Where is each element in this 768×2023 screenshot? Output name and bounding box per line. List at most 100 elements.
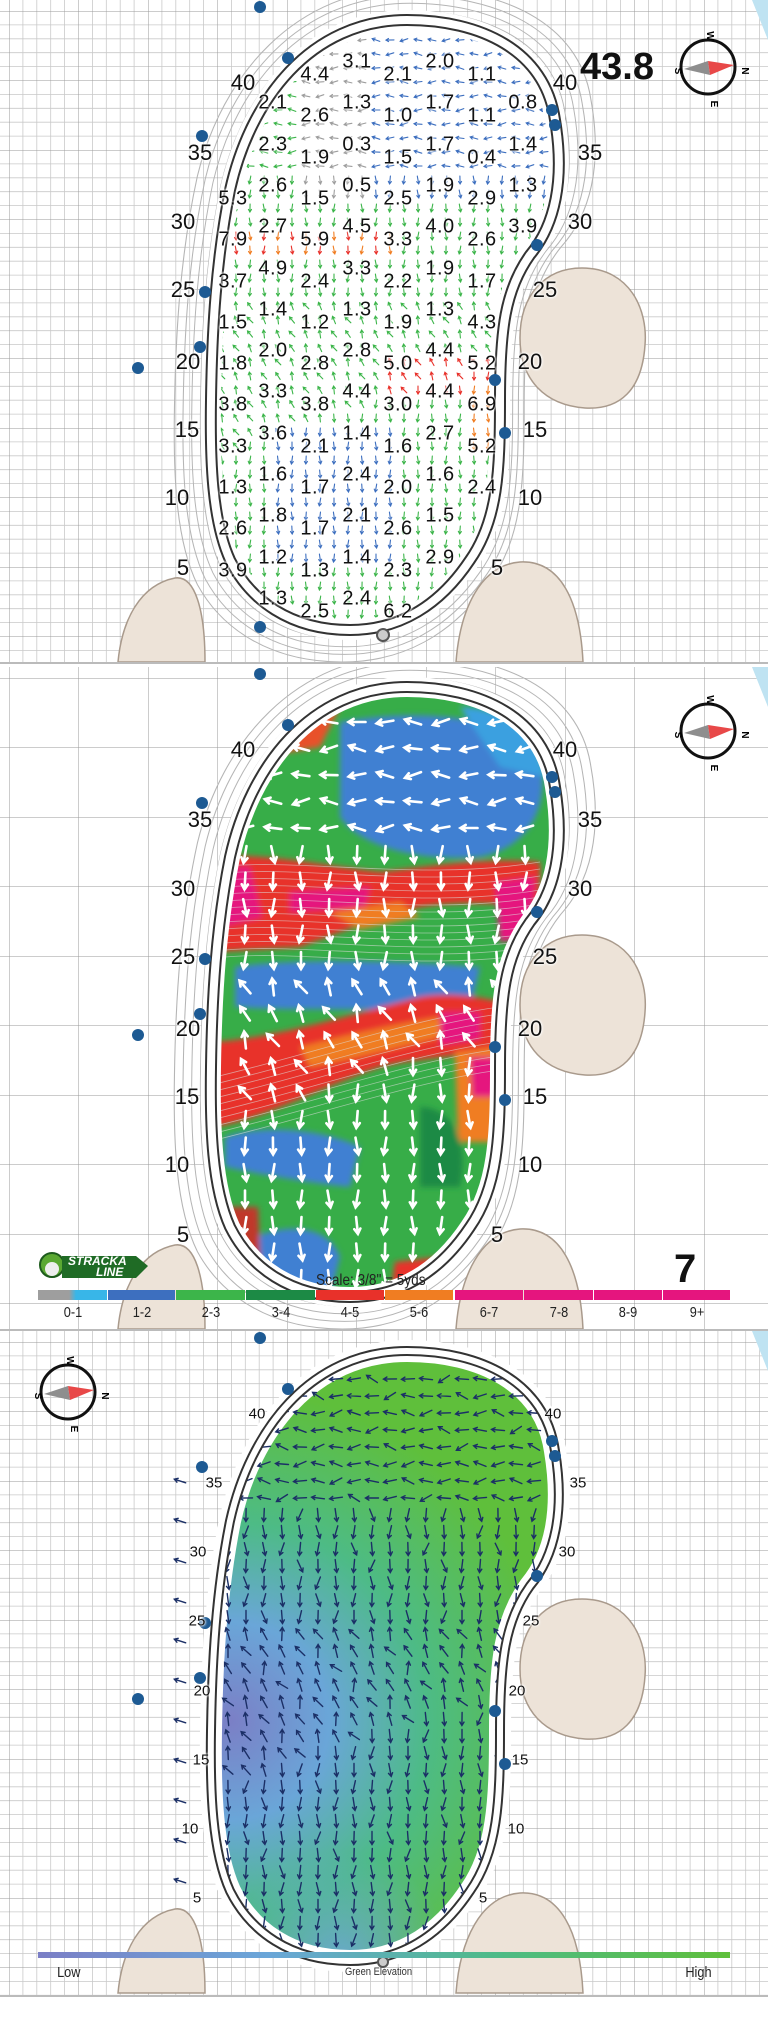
slope-arrow bbox=[267, 1003, 279, 1023]
break-arrow bbox=[360, 567, 365, 578]
break-arrow bbox=[471, 300, 476, 311]
slope-arrow bbox=[353, 871, 362, 892]
break-arrow bbox=[289, 539, 294, 550]
slope-arrow bbox=[462, 1004, 475, 1022]
break-arrow bbox=[472, 245, 477, 256]
break-arrow bbox=[373, 399, 378, 409]
break-arrow bbox=[471, 203, 476, 214]
break-arrow bbox=[317, 497, 322, 507]
break-arrow bbox=[289, 287, 294, 297]
break-arrow bbox=[261, 441, 266, 452]
break-arrow bbox=[272, 149, 283, 154]
elevation-arrow bbox=[225, 1643, 231, 1659]
elevation-arrow bbox=[310, 1477, 325, 1484]
slope-arrow bbox=[464, 1162, 473, 1184]
break-arrow bbox=[388, 511, 393, 521]
break-value: 4.4 bbox=[425, 339, 455, 362]
slope-arrow bbox=[433, 979, 449, 995]
panel-divider bbox=[0, 662, 768, 664]
slope-arrow bbox=[408, 1109, 418, 1131]
break-arrow bbox=[345, 371, 350, 381]
break-value: 2.6 bbox=[258, 174, 288, 197]
slope-arrow bbox=[374, 769, 395, 779]
elevation-arrow bbox=[173, 1677, 187, 1684]
elevation-arrow bbox=[454, 1477, 470, 1484]
slope-arrow bbox=[293, 979, 309, 995]
yardage-label-right: 30 bbox=[567, 876, 593, 901]
sprinkler-marker bbox=[549, 786, 561, 798]
elevation-arrow bbox=[366, 1696, 378, 1707]
break-arrow bbox=[318, 287, 323, 298]
slope-arrow bbox=[401, 796, 423, 806]
break-arrow bbox=[443, 245, 449, 256]
break-arrow bbox=[331, 231, 337, 242]
elevation-arrow bbox=[441, 1779, 447, 1795]
elevation-arrow bbox=[404, 1916, 411, 1931]
break-arrow bbox=[262, 287, 267, 297]
break-arrow bbox=[387, 343, 393, 352]
elevation-arrow bbox=[173, 1597, 187, 1604]
sprinkler-marker bbox=[254, 1332, 266, 1344]
slope-arrow bbox=[324, 871, 333, 892]
break-arrow bbox=[232, 428, 240, 436]
break-arrow bbox=[443, 329, 449, 338]
break-arrow bbox=[303, 553, 309, 564]
break-arrow bbox=[482, 121, 493, 127]
elevation-arrow bbox=[418, 1375, 434, 1382]
slope-arrow bbox=[268, 976, 277, 997]
break-arrow bbox=[370, 66, 381, 71]
break-arrow bbox=[359, 245, 364, 255]
break-arrow bbox=[496, 93, 507, 98]
break-arrow bbox=[261, 413, 266, 423]
legend-label: 4-5 bbox=[340, 1304, 360, 1321]
break-arrow bbox=[360, 203, 365, 213]
slope-arrow bbox=[514, 824, 535, 834]
elevation-arrow bbox=[173, 1517, 187, 1524]
break-arrow bbox=[427, 37, 437, 42]
elevation-arrow bbox=[423, 1762, 429, 1778]
break-arrow bbox=[290, 427, 295, 438]
break-arrow bbox=[429, 399, 434, 410]
break-arrow bbox=[275, 314, 280, 325]
slope-arrow bbox=[268, 1189, 278, 1211]
break-arrow bbox=[356, 94, 367, 99]
slope-arrow bbox=[402, 822, 423, 832]
break-arrow bbox=[247, 427, 253, 437]
slope-arrow bbox=[436, 844, 445, 866]
break-value: 1.3 bbox=[218, 476, 248, 499]
slope-arrow bbox=[267, 1082, 277, 1103]
slope-arrow bbox=[514, 770, 535, 779]
break-arrow bbox=[513, 231, 518, 241]
break-arrow bbox=[345, 455, 350, 466]
elevation-arrow bbox=[423, 1609, 429, 1625]
slope-arrow bbox=[351, 1030, 363, 1049]
yardage-label-right: 10 bbox=[517, 485, 543, 510]
yardage-label-left: 15 bbox=[174, 1084, 200, 1109]
elevation-arrow bbox=[459, 1593, 466, 1608]
break-arrow bbox=[287, 107, 297, 112]
break-arrow bbox=[234, 511, 239, 522]
break-arrow bbox=[318, 273, 323, 283]
break-value: 3.3 bbox=[383, 228, 413, 251]
water-hazard-edge bbox=[752, 1331, 768, 1371]
break-arrow bbox=[373, 511, 379, 522]
elevation-arrow bbox=[297, 1524, 304, 1540]
elevation-arrow bbox=[441, 1524, 447, 1540]
surround-contour-line bbox=[191, 669, 579, 1315]
elevation-arrow bbox=[383, 1391, 397, 1401]
break-arrow bbox=[289, 301, 294, 311]
break-arrow bbox=[412, 121, 423, 126]
break-arrow bbox=[288, 316, 296, 324]
break-arrow bbox=[413, 135, 423, 140]
elevation-arrow bbox=[278, 1542, 285, 1557]
elevation-arrow bbox=[422, 1626, 429, 1642]
break-arrow bbox=[416, 175, 421, 185]
break-arrow bbox=[483, 107, 493, 112]
elevation-arrow bbox=[224, 1813, 231, 1829]
break-arrow bbox=[317, 595, 322, 605]
elevation-arrow bbox=[292, 1409, 308, 1416]
slope-arrow bbox=[409, 950, 418, 972]
break-arrow bbox=[443, 203, 449, 214]
break-arrow bbox=[360, 287, 365, 297]
